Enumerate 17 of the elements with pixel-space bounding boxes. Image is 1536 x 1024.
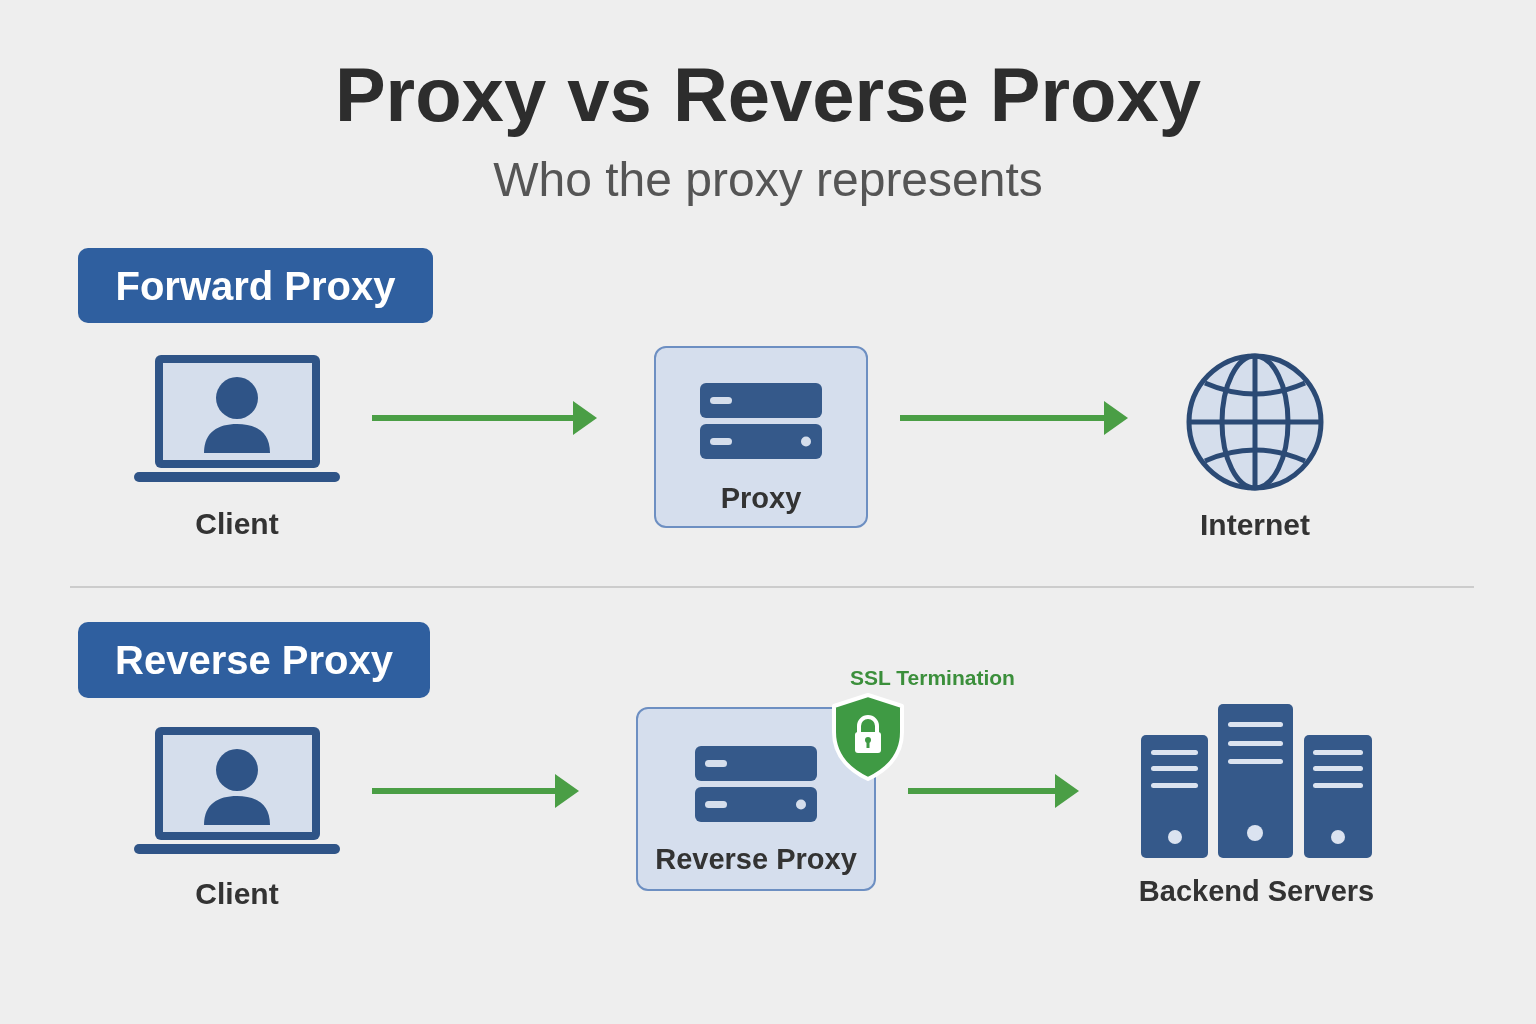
section-header [78, 248, 433, 323]
arrow [908, 774, 1079, 808]
section-header [78, 622, 430, 698]
section-title: Reverse Proxy [115, 640, 393, 680]
subtitle: Who the proxy represents [492, 156, 1044, 204]
node-label: Backend Servers [1138, 874, 1375, 908]
section-title: Forward Proxy [115, 265, 396, 306]
arrow [900, 401, 1128, 435]
arrow [372, 401, 597, 435]
proxy-box [654, 346, 868, 528]
annotation-text: SSL Termination [850, 665, 1015, 691]
node-label: Reverse Proxy [655, 842, 857, 876]
node-label: Proxy [720, 481, 802, 515]
node-label: Client [195, 507, 279, 541]
node-label: Client [195, 877, 279, 911]
node-label: Internet [1200, 508, 1310, 542]
arrow [372, 774, 579, 808]
